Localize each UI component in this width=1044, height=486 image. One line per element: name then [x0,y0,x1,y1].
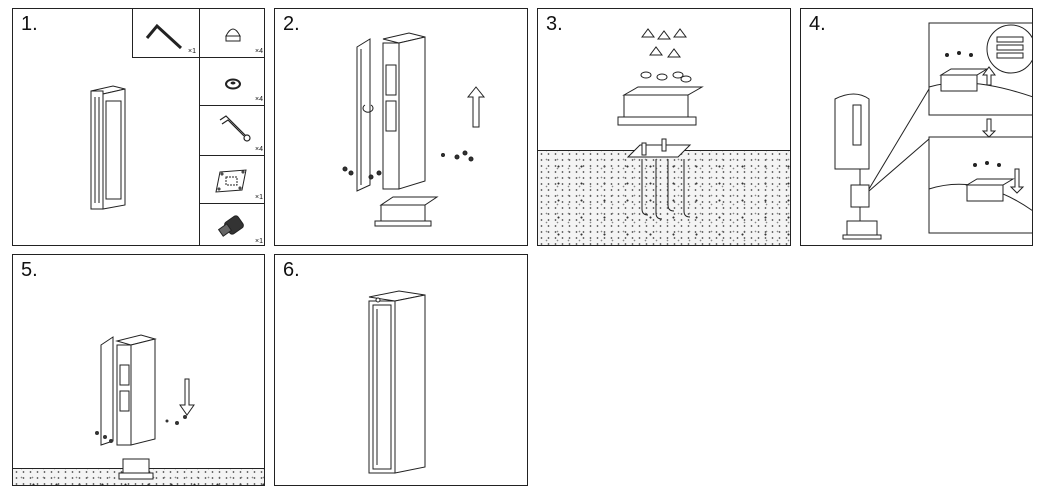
step-number: 2. [283,13,300,35]
step-4-wiring-drawing [834,22,1032,240]
step-1-panel: 1. ×1 ×4 ×4 ×4 ×1 ×1 [12,8,265,246]
part-qty: ×4 [255,96,263,103]
allen-key-icon [219,115,251,142]
cable-gland-icon [217,215,244,237]
part-qty: ×1 [188,48,196,55]
part-qty: ×1 [255,238,263,245]
step-5-panel: 5. [12,254,265,486]
part-cap-nut: ×4 [199,9,264,58]
step-1-cabinet-drawing [90,85,126,210]
template-plate-icon [215,169,247,193]
part-hex-key: ×1 [132,9,199,58]
washer-icon [225,78,241,90]
part-cable-gland: ×1 [199,204,264,245]
step-number: 6. [283,259,300,281]
step-number: 5. [21,259,38,281]
part-template-plate: ×1 [199,156,264,204]
hex-key-icon [145,23,183,50]
step-number: 4. [809,13,826,35]
step-3-foundation-drawing [617,28,704,220]
step-2-panel: 2. [274,8,528,246]
step-number: 3. [546,13,563,35]
step-number: 1. [21,13,38,35]
step-4-panel: 4. [800,8,1033,246]
step-6-finished-cabinet-drawing [368,290,426,474]
part-qty: ×4 [255,146,263,153]
part-washer: ×4 [199,58,264,106]
part-qty: ×4 [255,48,263,55]
step-5-door-install-drawing [95,334,195,480]
step-3-panel: 3. [537,8,791,246]
part-qty: ×1 [255,194,263,201]
part-allen-key: ×4 [199,106,264,156]
step-2-door-removal-drawing [342,32,486,227]
cap-nut-icon [225,28,241,42]
step-6-panel: 6. [274,254,528,486]
